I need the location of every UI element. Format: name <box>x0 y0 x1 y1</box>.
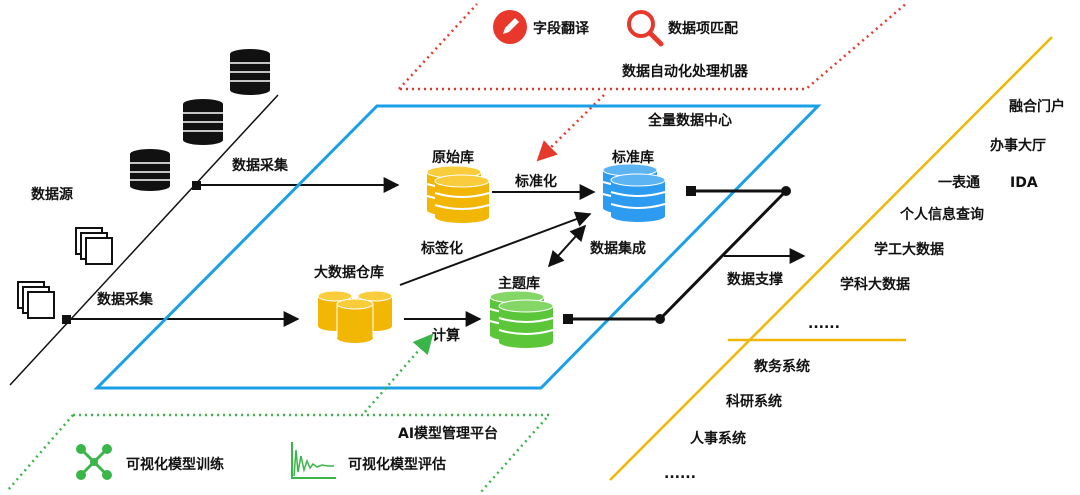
raw-db-icon <box>426 165 490 223</box>
tagging-label: 标签化 <box>420 240 463 257</box>
raw-db-title: 原始库 <box>432 149 474 166</box>
network-icon <box>76 444 112 480</box>
app-item-research: 科研系统 <box>726 393 782 410</box>
app-item-portal: 融合门户 <box>1009 98 1065 115</box>
subject-db-icon <box>489 290 554 348</box>
data-source-label: 数据源 <box>31 186 73 203</box>
db-stack-icon <box>183 99 223 145</box>
collect-label-top: 数据采集 <box>232 157 289 174</box>
subject-db-title: 主题库 <box>498 275 540 292</box>
app-item-ida: IDA <box>1010 175 1038 191</box>
integration-label: 数据集成 <box>590 240 646 257</box>
compute-label: 计算 <box>432 327 460 344</box>
warehouse-icon <box>317 290 393 343</box>
ai-platform-title: AI模型管理平台 <box>398 425 498 442</box>
search-icon <box>627 10 664 47</box>
app-item-student-data: 学工大数据 <box>874 241 944 258</box>
app-item-more-top: ...... <box>808 316 840 332</box>
field-translate-label: 字段翻译 <box>533 20 590 37</box>
app-item-hr: 人事系统 <box>690 430 746 447</box>
app-divider-line <box>609 36 1053 481</box>
standard-db-icon <box>602 163 666 222</box>
app-item-academic: 教务系统 <box>754 358 810 375</box>
pencil-icon <box>493 10 527 44</box>
model-train-label: 可视化模型训练 <box>126 456 224 473</box>
processor-title: 数据自动化处理机器 <box>622 63 749 80</box>
db-stack-icon <box>130 149 170 191</box>
support-label: 数据支撑 <box>727 271 783 288</box>
model-eval-label: 可视化模型评估 <box>348 456 446 473</box>
support-junction <box>655 314 665 324</box>
processor-border <box>398 3 478 90</box>
db-stack-icon <box>230 49 270 95</box>
collect-start-node <box>192 181 201 190</box>
app-item-service-hall: 办事大厅 <box>990 137 1046 154</box>
ai-to-compute-arrow <box>364 333 434 413</box>
app-item-one-form: 一表通 <box>938 174 980 191</box>
ai-platform-border <box>7 414 74 491</box>
collect-start-node <box>62 315 71 324</box>
data-center-border <box>93 104 822 390</box>
app-item-more-bottom: ...... <box>664 466 696 482</box>
app-item-discipline-data: 学科大数据 <box>840 276 910 293</box>
waveform-chart-icon <box>291 442 336 479</box>
standard-db-title: 标准库 <box>611 149 654 166</box>
integration-arrow <box>547 224 587 268</box>
file-stack-icon <box>75 227 113 265</box>
data-center-title: 全量数据中心 <box>647 112 732 129</box>
item-match-label: 数据项匹配 <box>668 20 738 37</box>
ai-platform-border <box>73 413 552 494</box>
file-stack-icon <box>17 281 55 319</box>
app-item-personal-info: 个人信息查询 <box>899 206 984 223</box>
support-node <box>686 186 696 196</box>
warehouse-title: 大数据仓库 <box>314 264 384 281</box>
source-divider-line <box>9 94 279 386</box>
support-node <box>563 314 573 324</box>
standardize-label: 标准化 <box>514 173 557 190</box>
collect-label-bottom: 数据采集 <box>97 291 154 308</box>
